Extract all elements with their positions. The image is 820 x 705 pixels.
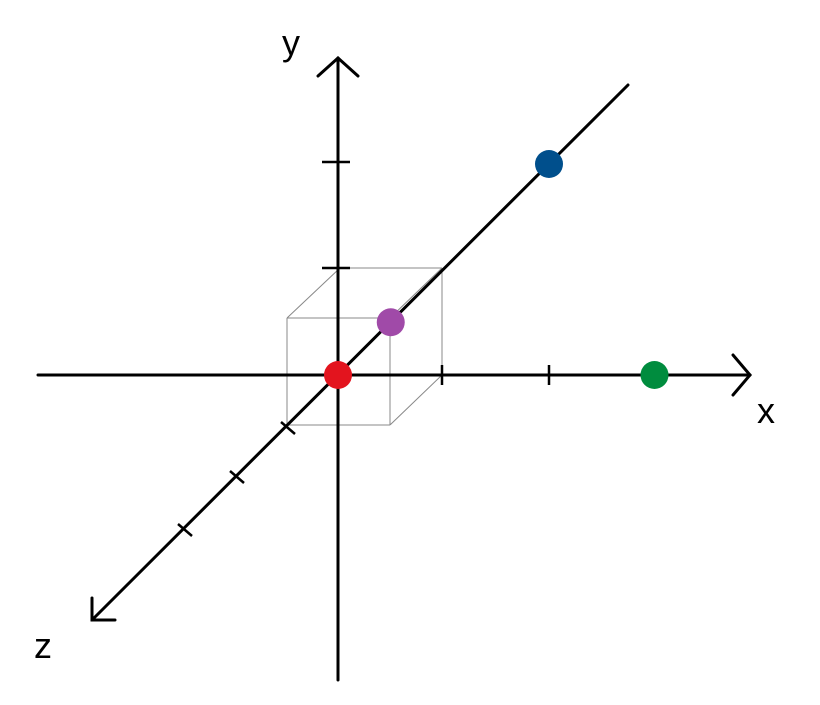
y-axis-point bbox=[535, 150, 563, 178]
z-axis-line bbox=[90, 83, 630, 622]
cube-edge bbox=[389, 267, 443, 319]
z-axis-arrowhead bbox=[90, 596, 117, 622]
origin-point bbox=[324, 361, 352, 389]
z-axis-tick bbox=[280, 421, 296, 435]
y-axis-arrowhead bbox=[316, 55, 360, 78]
points bbox=[324, 150, 669, 389]
cube-corner-point bbox=[376, 308, 405, 337]
z-axis-label: z bbox=[34, 625, 52, 666]
x-axis-label: x bbox=[757, 390, 775, 431]
cube-edge bbox=[286, 267, 341, 319]
axis-ticks bbox=[177, 160, 551, 537]
z-axis-tick bbox=[177, 523, 193, 537]
y-axis-label: y bbox=[282, 22, 300, 63]
cube-edge bbox=[389, 374, 443, 426]
x-axis-arrowhead bbox=[731, 353, 752, 397]
x-axis-point bbox=[640, 361, 669, 389]
z-axis-tick bbox=[229, 470, 245, 484]
